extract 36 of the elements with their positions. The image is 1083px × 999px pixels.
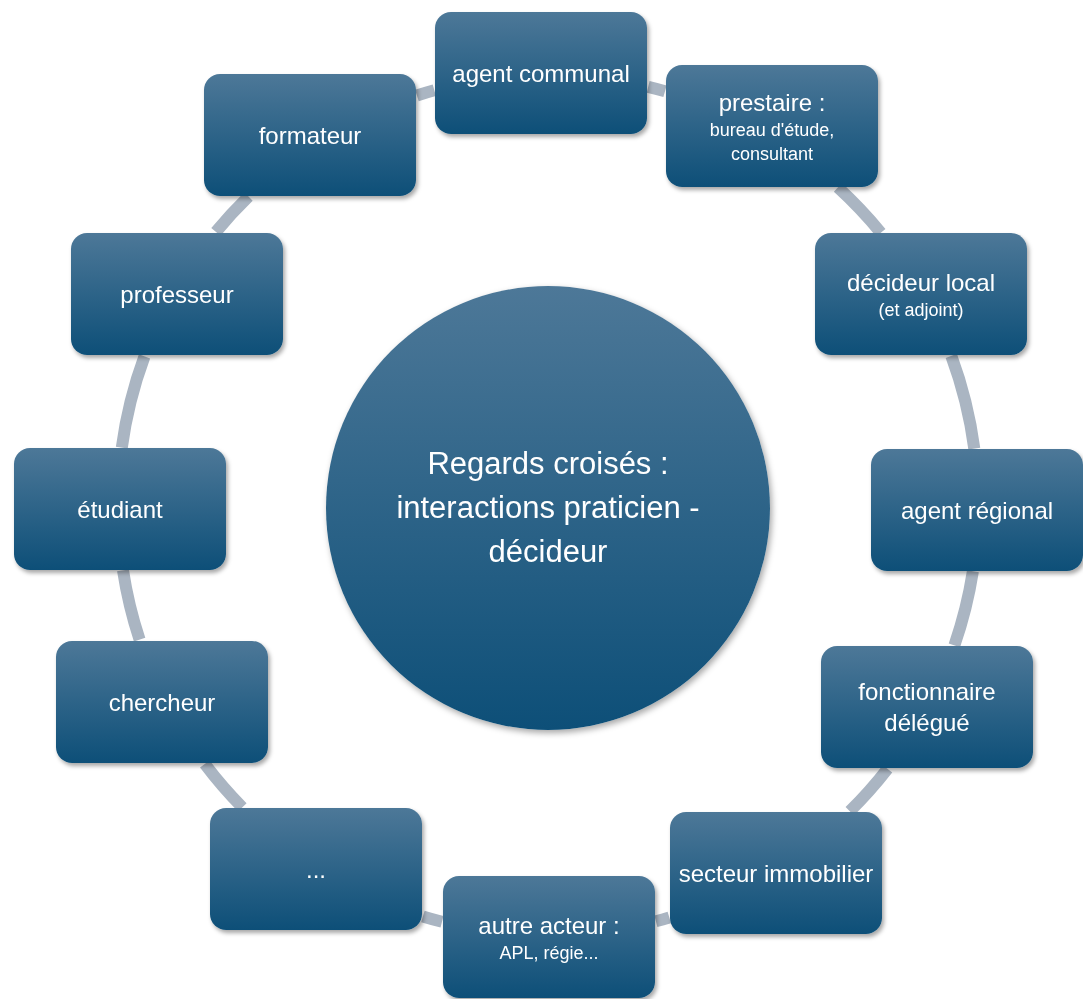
role-label: agent communal bbox=[452, 58, 630, 89]
role-box bbox=[670, 812, 882, 934]
ring-connector bbox=[646, 80, 667, 97]
role-label: autre acteur : bbox=[478, 910, 620, 941]
role-box bbox=[435, 12, 647, 134]
role-detail: bureau d'étude, consultant bbox=[708, 118, 836, 166]
role-label: secteur immobilier bbox=[678, 858, 874, 889]
role-label: agent régional bbox=[900, 495, 1054, 526]
role-label: chercheur bbox=[108, 687, 216, 718]
role-box bbox=[14, 448, 226, 570]
role-detail: (et adjoint) bbox=[878, 298, 964, 322]
role-label: ... bbox=[306, 854, 326, 885]
ring-connector bbox=[945, 353, 981, 450]
role-label: formateur bbox=[258, 120, 362, 151]
role-label: décideur local bbox=[846, 267, 996, 298]
role-detail: APL, régie... bbox=[499, 941, 599, 965]
role-label: fonctionnaire délégué bbox=[857, 677, 997, 738]
title-text: Regards croisés : interactions praticien - décideur bbox=[395, 445, 701, 571]
ring-connector bbox=[948, 570, 979, 648]
role-label: professeur bbox=[120, 279, 234, 310]
ring-connector bbox=[415, 84, 436, 102]
role-box bbox=[204, 74, 416, 196]
ring-connector bbox=[421, 910, 444, 928]
role-box bbox=[443, 876, 655, 998]
ring-connector bbox=[117, 569, 146, 642]
ring-connector bbox=[654, 911, 671, 927]
role-box bbox=[666, 65, 878, 187]
role-box bbox=[210, 808, 422, 930]
ring-connector bbox=[115, 354, 151, 449]
role-label: étudiant bbox=[77, 494, 163, 525]
role-box bbox=[56, 641, 268, 763]
role-box bbox=[871, 449, 1083, 571]
role-box bbox=[71, 233, 283, 355]
role-box bbox=[815, 233, 1027, 355]
role-box bbox=[821, 646, 1033, 768]
role-label: prestaire : bbox=[718, 87, 826, 118]
